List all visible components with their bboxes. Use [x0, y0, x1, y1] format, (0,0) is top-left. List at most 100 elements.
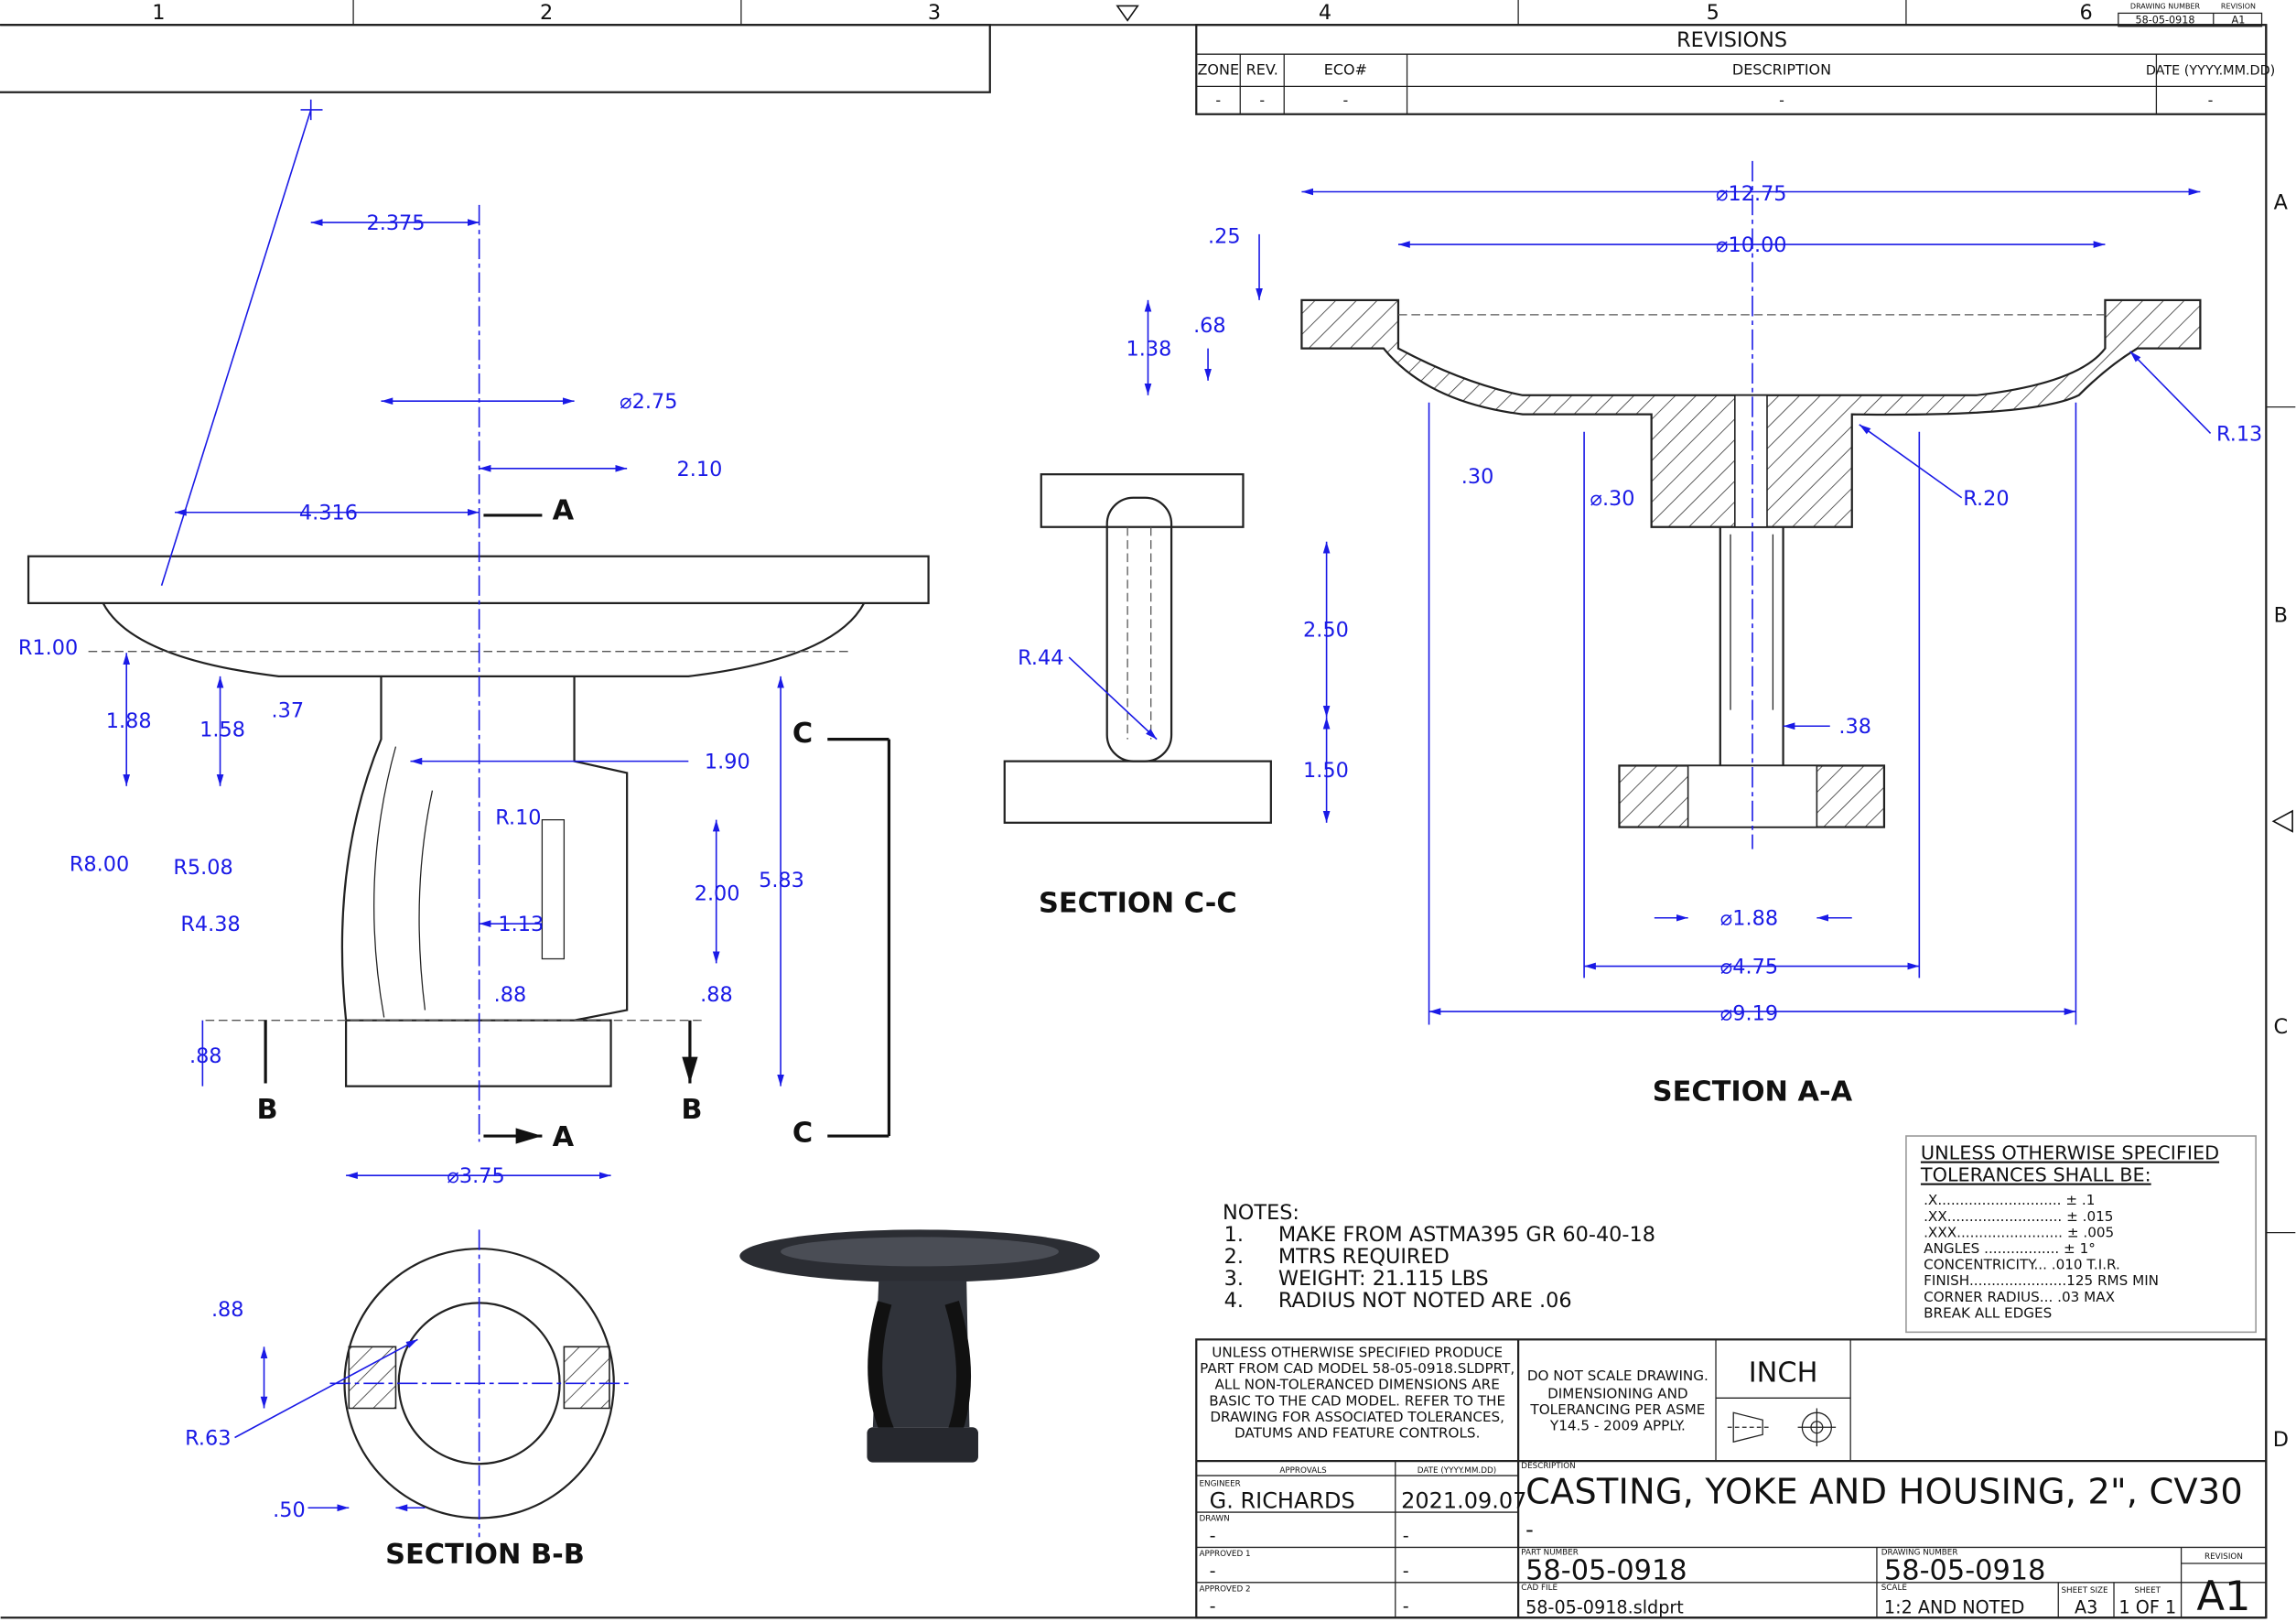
revision-label: REVISION	[2204, 1552, 2243, 1562]
engineer-date: 2021.09.07	[1401, 1487, 1526, 1513]
engineer-name: G. RICHARDS	[1210, 1487, 1355, 1513]
zone-2: 2	[540, 1, 553, 25]
dim-label: .38	[1838, 715, 1871, 739]
dim-label: .88	[700, 983, 733, 1007]
zone-a: A	[2274, 191, 2289, 215]
dim-label: 1.38	[1126, 338, 1172, 362]
scale: 1:2 AND NOTED	[1884, 1596, 2024, 1617]
tolerance-line: BREAK ALL EDGES	[1924, 1304, 2052, 1321]
dim-label: .88	[211, 1298, 244, 1322]
col-rev: REV.	[1246, 61, 1278, 79]
dim-label: .37	[272, 699, 305, 723]
section-a-a-title: SECTION A-A	[1653, 1076, 1853, 1108]
svg-text:58-05-0918: 58-05-0918	[2135, 15, 2194, 27]
centering-triangle-icon	[2271, 809, 2293, 833]
dim-label: .30	[1461, 465, 1494, 489]
dim-label: 1.50	[1303, 759, 1349, 783]
tolerance-block: UNLESS OTHERWISE SPECIFIED TOLERANCES SH…	[1905, 1135, 2257, 1334]
dim-label: .25	[1208, 224, 1241, 248]
cut-label-a: A	[553, 495, 575, 527]
description: CASTING, YOKE AND HOUSING, 2", CV30	[1525, 1471, 2243, 1512]
cad-note-line: DRAWING FOR ASSOCIATED TOLERANCES,	[1210, 1409, 1504, 1425]
section-a-a	[1144, 160, 2212, 1025]
drawing-number-label: DRAWING NUMBER	[1881, 1548, 1958, 1557]
cad-note-line: UNLESS OTHERWISE SPECIFIED PRODUCE	[1212, 1345, 1503, 1361]
dim-label: .88	[189, 1044, 222, 1068]
section-b-b	[234, 1229, 631, 1538]
isometric-render	[739, 1229, 1100, 1463]
tolerance-line: .XX.......................... ± .015	[1924, 1208, 2113, 1225]
cell: -	[1343, 92, 1349, 109]
dim-label: 1.13	[498, 913, 544, 936]
dim-label: .68	[1193, 314, 1226, 338]
zone-c: C	[2274, 1015, 2289, 1039]
cad-note-line: DATUMS AND FEATURE CONTROLS.	[1234, 1424, 1480, 1441]
approvals-label: APPROVALS	[1279, 1466, 1327, 1476]
dim-label: 2.00	[695, 882, 740, 906]
approved2-label: APPROVED 2	[1199, 1584, 1250, 1594]
dim-label: ⌀12.75	[1716, 182, 1787, 206]
revisions-title: REVISIONS	[1676, 28, 1787, 52]
dim-label: 1.58	[199, 718, 245, 741]
note-number: 4.	[1224, 1289, 1244, 1313]
notes-title: NOTES:	[1223, 1201, 1299, 1225]
tolerance-title: TOLERANCES SHALL BE:	[1920, 1164, 2151, 1186]
note-text: WEIGHT: 21.115 LBS	[1278, 1267, 1489, 1291]
part-number: 58-05-0918	[1525, 1555, 1687, 1587]
drawing-number: 58-05-0918	[1884, 1555, 2046, 1587]
centering-triangle-icon	[1116, 5, 1139, 22]
dim-label: ⌀1.88	[1720, 907, 1778, 931]
cell: -	[1259, 92, 1265, 109]
tolerance-line: .X............................ ± .1	[1924, 1192, 2095, 1208]
note-number: 1.	[1224, 1223, 1244, 1247]
approved1-value: -	[1210, 1560, 1216, 1581]
dim-label: R.63	[185, 1426, 231, 1450]
sheet: 1 OF 1	[2118, 1596, 2176, 1617]
scale-note-line: DO NOT SCALE DRAWING.	[1527, 1368, 1709, 1384]
sheet-label: SHEET	[2134, 1586, 2161, 1595]
description-label: DESCRIPTION	[1521, 1462, 1575, 1471]
note-text: RADIUS NOT NOTED ARE .06	[1278, 1289, 1572, 1313]
dim-label: ⌀10.00	[1716, 233, 1787, 257]
dim-label: ⌀.30	[1590, 487, 1634, 511]
dim-label: R4.38	[180, 913, 240, 936]
dim-label: 4.316	[299, 502, 358, 525]
cut-label-b: B	[257, 1094, 278, 1126]
dim-label: ⌀4.75	[1720, 956, 1778, 979]
tolerance-line: .XXX........................ ± .005	[1924, 1224, 2114, 1240]
dim-label: 2.10	[677, 458, 723, 481]
dim-label: R.13	[2216, 422, 2262, 446]
top-left-box	[0, 24, 991, 93]
note-text: MTRS REQUIRED	[1278, 1245, 1450, 1269]
cut-label-a: A	[553, 1121, 575, 1153]
title-block: UNLESS OTHERWISE SPECIFIED PRODUCE PART …	[1195, 1338, 2268, 1620]
zone-6: 6	[2080, 1, 2093, 25]
cell: -	[2208, 92, 2214, 109]
dim-label: R1.00	[18, 636, 78, 660]
dim-label: 1.88	[106, 709, 152, 733]
cad-note-line: PART FROM CAD MODEL 58-05-0918.SLDPRT,	[1200, 1360, 1514, 1377]
corner-drawing-number-box: DRAWING NUMBER REVISION 58-05-0918 A1	[2118, 3, 2263, 27]
cut-label-b: B	[681, 1094, 702, 1126]
cell: -	[1779, 92, 1784, 109]
dim-label: ⌀3.75	[447, 1164, 504, 1188]
revisions-table: REVISIONS ZONE REV. ECO# DESCRIPTION DAT…	[1195, 24, 2275, 115]
notes: NOTES: 1. MAKE FROM ASTMA395 GR 60-40-18…	[1223, 1201, 1655, 1313]
scale-label: SCALE	[1881, 1584, 1907, 1593]
col-description: DESCRIPTION	[1732, 61, 1831, 79]
dim-label: R.44	[1018, 646, 1063, 670]
zone-1: 1	[152, 1, 165, 25]
date-label: DATE (YYYY.MM.DD)	[1417, 1466, 1496, 1476]
dim-label: R8.00	[70, 853, 129, 877]
dim-label: R5.08	[173, 856, 232, 880]
dim-label: ⌀9.19	[1720, 1002, 1778, 1026]
dim-label: 1.90	[705, 751, 750, 774]
cad-file: 58-05-0918.sldprt	[1525, 1596, 1684, 1617]
dim-label: 5.83	[759, 869, 804, 892]
description-line2: -	[1525, 1517, 1534, 1542]
approved2-date: -	[1403, 1595, 1409, 1617]
col-zone: ZONE	[1197, 61, 1239, 79]
part-number-label: PART NUMBER	[1521, 1548, 1579, 1557]
svg-text:DRAWING NUMBER: DRAWING NUMBER	[2130, 3, 2201, 11]
